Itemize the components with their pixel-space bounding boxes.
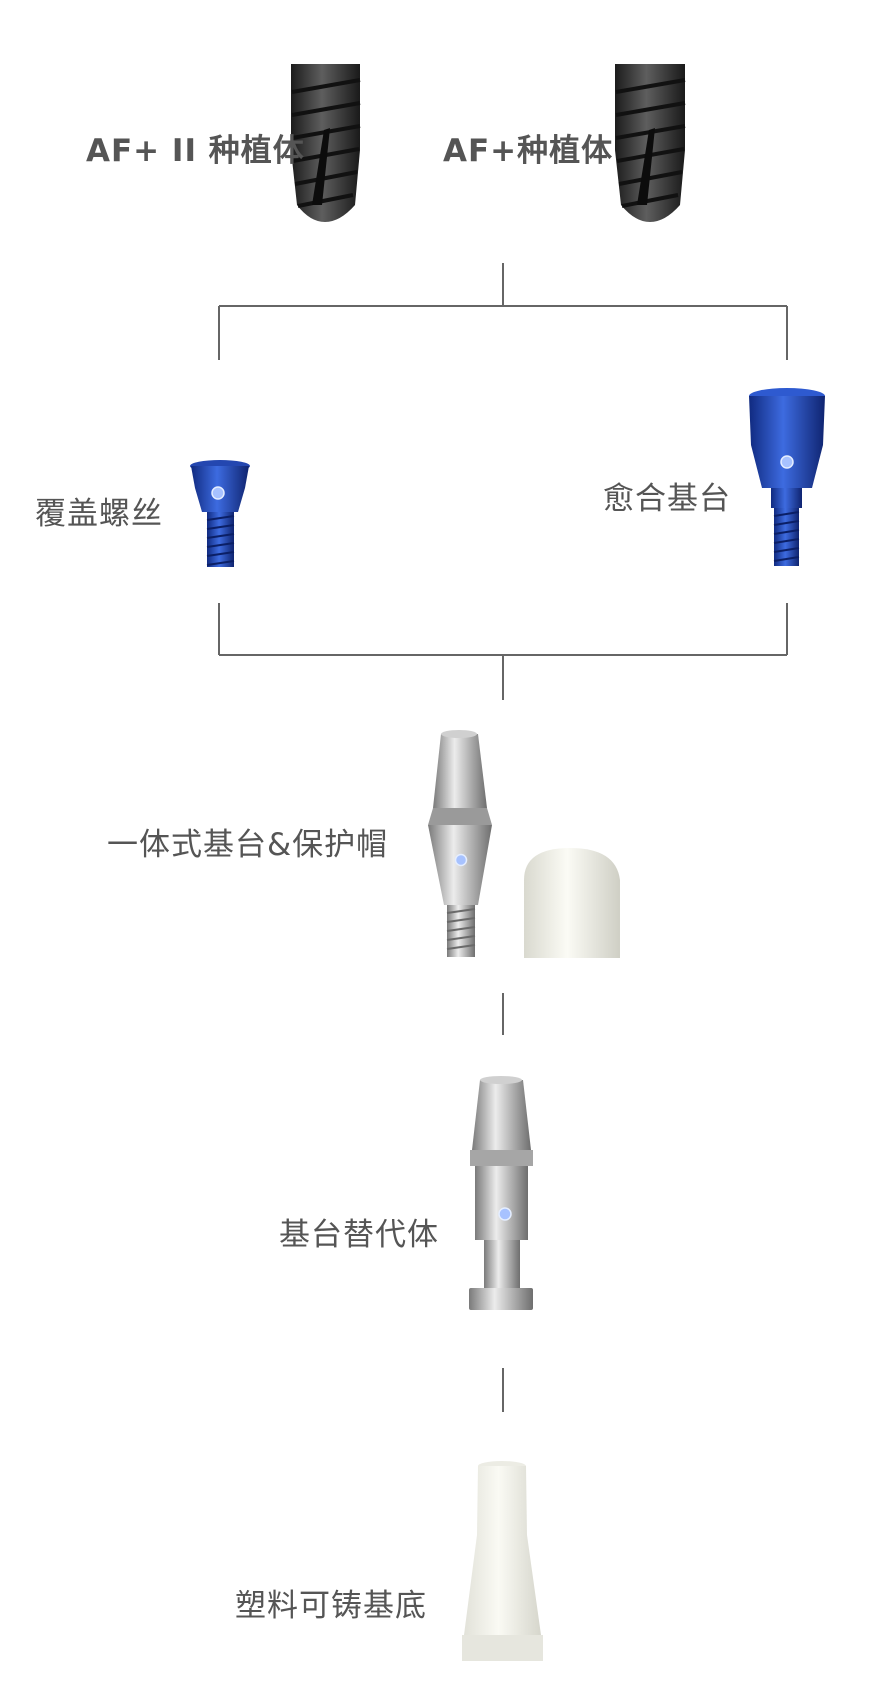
implant-af-plus-2-image	[291, 64, 361, 222]
label-af-plus-implant: AF+种植体	[443, 133, 614, 169]
connector-lines	[218, 263, 788, 1412]
label-af-plus-2-implant: AF+ II 种植体	[86, 133, 305, 169]
plastic-castable-base-image	[462, 1461, 543, 1661]
label-plastic-castable-base: 塑料可铸基底	[235, 1588, 427, 1624]
one-piece-abutment-image	[428, 730, 492, 957]
implant-af-plus-image	[615, 64, 686, 222]
label-healing-abutment: 愈合基台	[603, 481, 731, 517]
abutment-analog-image	[469, 1076, 533, 1310]
label-one-piece-abutment: 一体式基台&保护帽	[107, 827, 389, 863]
cover-screw-image	[190, 460, 250, 567]
healing-abutment-image	[749, 388, 825, 566]
label-cover-screw: 覆盖螺丝	[35, 496, 163, 532]
label-abutment-analog: 基台替代体	[279, 1217, 439, 1253]
protective-cap-image	[524, 848, 620, 958]
